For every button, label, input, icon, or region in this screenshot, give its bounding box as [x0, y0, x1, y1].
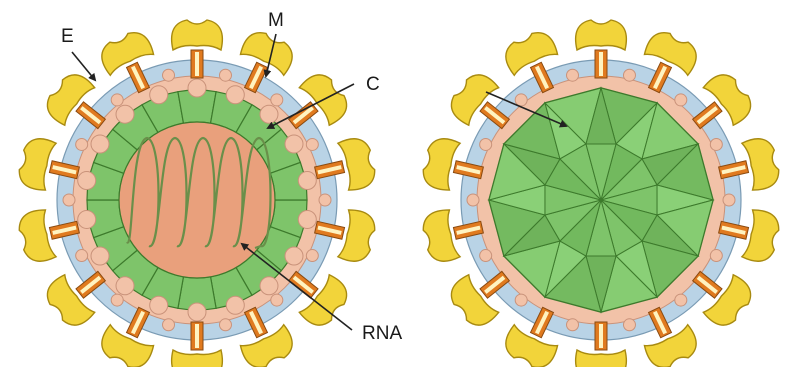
- capsid-bump: [226, 86, 244, 104]
- capsid-bump: [298, 210, 316, 228]
- label-membrane: M: [268, 10, 284, 31]
- capsid-bump: [150, 86, 168, 104]
- membrane-protein: [710, 250, 722, 262]
- membrane-protein: [271, 94, 283, 106]
- capsid-bump: [226, 296, 244, 314]
- membrane-protein: [567, 69, 579, 81]
- spike-stalk-core: [599, 324, 603, 348]
- capsid-bump: [116, 105, 134, 123]
- capsid-bump: [285, 247, 303, 265]
- spike-head: [172, 350, 223, 367]
- label-envelope: E: [61, 26, 74, 47]
- membrane-protein: [675, 294, 687, 306]
- membrane-protein: [623, 319, 635, 331]
- membrane-protein: [515, 294, 527, 306]
- membrane-protein: [63, 194, 75, 206]
- capsid-bump: [91, 135, 109, 153]
- capsid-bump: [260, 277, 278, 295]
- membrane-protein: [567, 319, 579, 331]
- membrane-protein: [467, 194, 479, 206]
- capsid-bump: [285, 135, 303, 153]
- membrane-protein: [306, 250, 318, 262]
- membrane-protein: [515, 94, 527, 106]
- virion-cross-section: [16, 20, 378, 367]
- spike-head: [96, 27, 155, 76]
- spike-head: [338, 135, 379, 191]
- spike-head: [420, 209, 461, 265]
- spike-head: [172, 20, 223, 50]
- membrane-protein: [76, 138, 88, 150]
- spike-head: [420, 135, 461, 191]
- spike-head: [16, 135, 57, 191]
- capsid-bump: [150, 296, 168, 314]
- label-rna: RNA: [362, 323, 402, 344]
- membrane-protein: [219, 319, 231, 331]
- membrane-protein: [480, 250, 492, 262]
- spike-head: [338, 209, 379, 265]
- membrane-protein: [623, 69, 635, 81]
- membrane-protein: [271, 294, 283, 306]
- capsid-bump: [116, 277, 134, 295]
- membrane-protein: [480, 138, 492, 150]
- spike-head: [500, 27, 559, 76]
- capsid-bump: [78, 172, 96, 190]
- capsid-bump: [260, 105, 278, 123]
- label-capsid: C: [366, 74, 380, 95]
- membrane-protein: [111, 294, 123, 306]
- membrane-protein: [723, 194, 735, 206]
- spike-head: [742, 135, 783, 191]
- membrane-protein: [219, 69, 231, 81]
- spike-head: [742, 209, 783, 265]
- capsid-bump: [188, 79, 206, 97]
- spike-head: [643, 27, 702, 76]
- membrane-protein: [306, 138, 318, 150]
- spike-stalk-core: [195, 324, 199, 348]
- membrane-protein: [163, 69, 175, 81]
- virion-capsid-view: [420, 20, 782, 367]
- capsid-bump: [78, 210, 96, 228]
- membrane-protein: [710, 138, 722, 150]
- capsid-bump: [188, 303, 206, 321]
- capsid-bump: [91, 247, 109, 265]
- spike-head: [576, 20, 627, 50]
- membrane-protein: [675, 94, 687, 106]
- spike-head: [16, 209, 57, 265]
- spike-stalk-core: [195, 52, 199, 76]
- membrane-protein: [111, 94, 123, 106]
- membrane-protein: [163, 319, 175, 331]
- membrane-protein: [319, 194, 331, 206]
- spike-head: [576, 350, 627, 367]
- spike-stalk-core: [599, 52, 603, 76]
- membrane-protein: [76, 250, 88, 262]
- capsid-bump: [298, 172, 316, 190]
